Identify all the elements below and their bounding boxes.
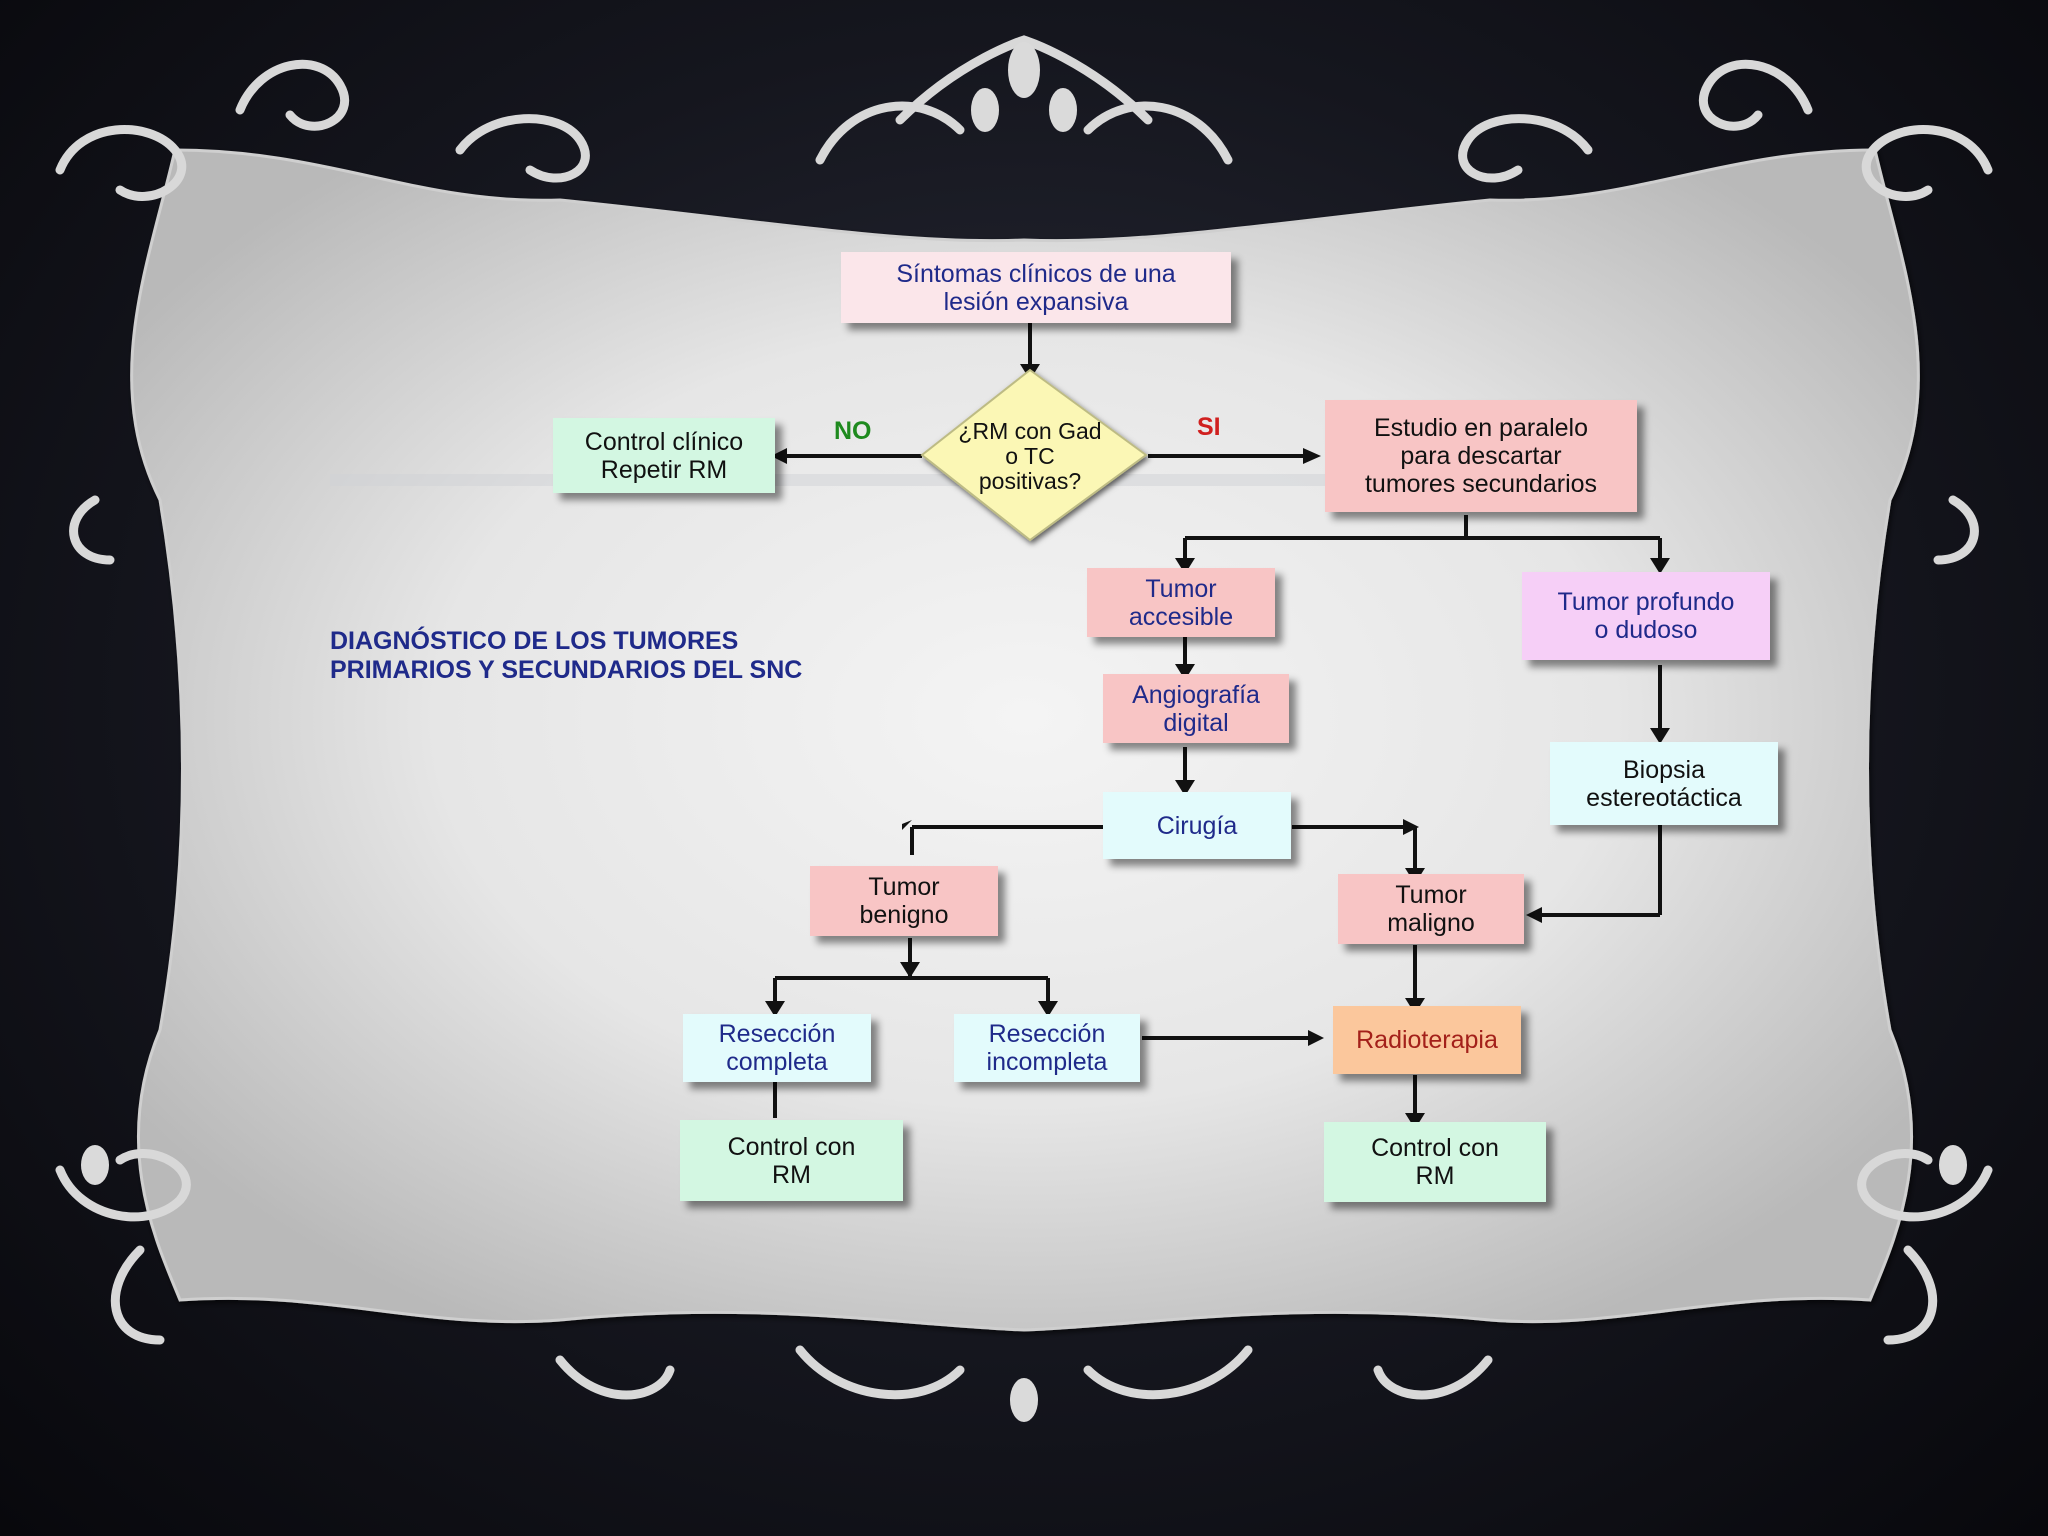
decision-text: ¿RM con Gad o TC positivas?: [958, 418, 1102, 494]
node-tumor-profundo: Tumor profundo o dudoso: [1522, 572, 1770, 660]
node-control-rm-left: Control con RM: [680, 1120, 903, 1201]
node-sintomas: Síntomas clínicos de una lesión expansiv…: [841, 252, 1231, 323]
node-cirugia: Cirugía: [1103, 792, 1291, 859]
edge-label-no: NO: [834, 417, 872, 445]
edge-label-si: SI: [1197, 413, 1221, 441]
node-biopsia: Biopsia estereotáctica: [1550, 742, 1778, 825]
node-reseccion-completa: Resección completa: [683, 1014, 871, 1082]
node-tumor-accesible: Tumor accesible: [1087, 568, 1275, 637]
node-control-rm-right: Control con RM: [1324, 1122, 1546, 1202]
swirl-ornaments: [55, 35, 1993, 1400]
node-tumor-maligno: Tumor maligno: [1338, 874, 1524, 944]
node-control-clinico: Control clínico Repetir RM: [553, 418, 775, 493]
node-angiografia: Angiografía digital: [1103, 674, 1289, 743]
node-radioterapia: Radioterapia: [1333, 1006, 1521, 1074]
connectors: [773, 322, 1662, 1118]
node-estudio: Estudio en paralelo para descartar tumor…: [1325, 400, 1637, 512]
node-reseccion-incompleta: Resección incompleta: [954, 1014, 1140, 1082]
decision-diamond: [920, 368, 1148, 542]
frame-panel: [130, 148, 1920, 1332]
flower-ornaments: [81, 42, 1967, 1422]
diagram-title: DIAGNÓSTICO DE LOS TUMORES PRIMARIOS Y S…: [330, 627, 803, 684]
node-tumor-benigno: Tumor benigno: [810, 866, 998, 936]
